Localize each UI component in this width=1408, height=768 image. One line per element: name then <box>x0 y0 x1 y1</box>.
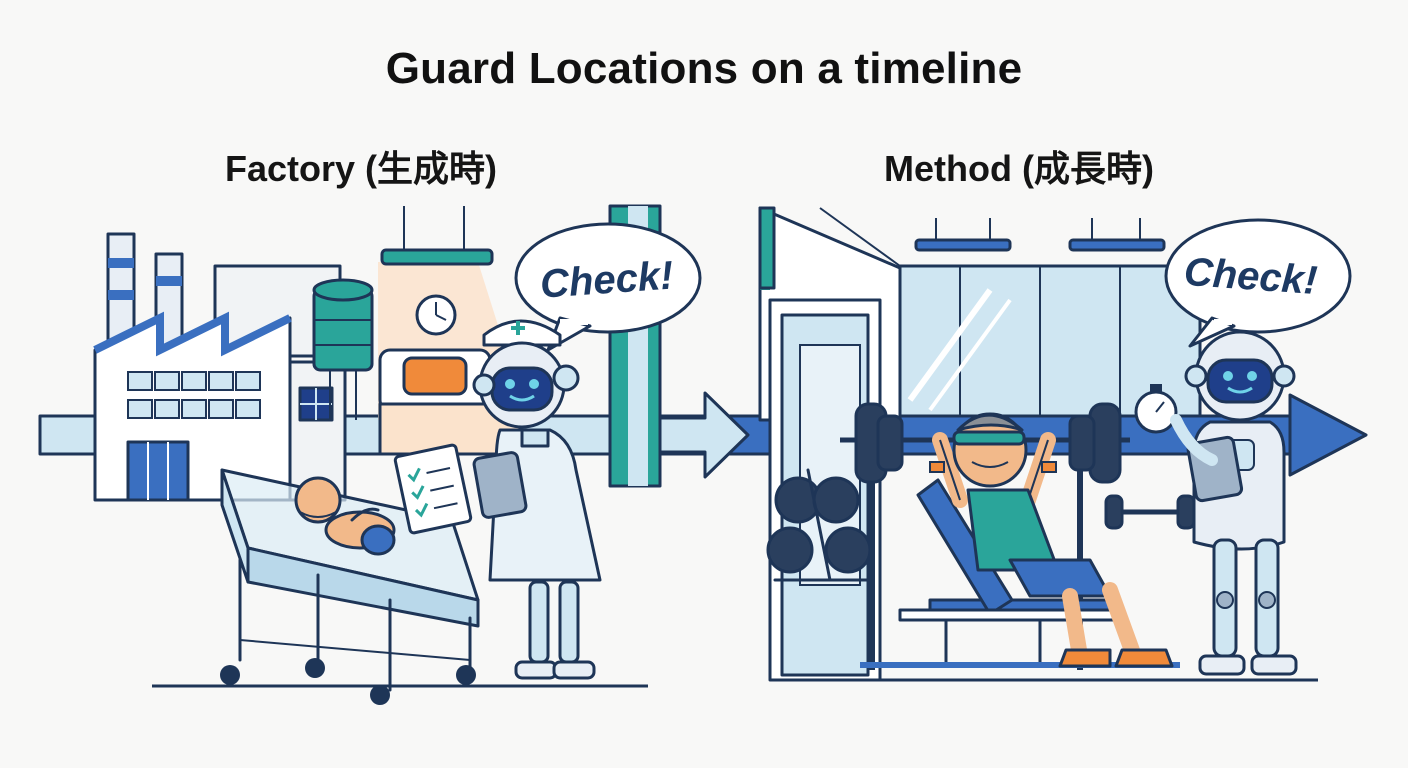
nurse-robot-icon <box>393 319 602 680</box>
tablet-icon <box>472 451 528 519</box>
clock-icon <box>415 294 457 336</box>
athlete-figure <box>929 412 1174 668</box>
arrow-right-icon <box>1288 393 1368 477</box>
page-title: Guard Locations on a timeline <box>385 44 1023 93</box>
stopwatch-icon <box>1134 384 1178 434</box>
arrow-right-icon <box>648 391 750 479</box>
dumbbell-icon <box>1104 494 1196 530</box>
speech-bubble-right: Check! <box>1164 218 1352 348</box>
speech-text-right: Check! <box>1183 250 1319 303</box>
speech-text-left: Check! <box>539 253 675 306</box>
speech-bubble-left: Check! <box>514 222 702 352</box>
clipboard-icon <box>393 443 473 535</box>
baby-icon <box>294 476 396 556</box>
factory-label: Factory (生成時) <box>225 148 498 189</box>
barbell-icon <box>840 402 1130 484</box>
weight-rack <box>766 468 872 582</box>
trainer-robot-icon <box>1134 330 1298 676</box>
factory-icon <box>93 232 374 502</box>
method-label: Method (成長時) <box>884 148 1154 189</box>
